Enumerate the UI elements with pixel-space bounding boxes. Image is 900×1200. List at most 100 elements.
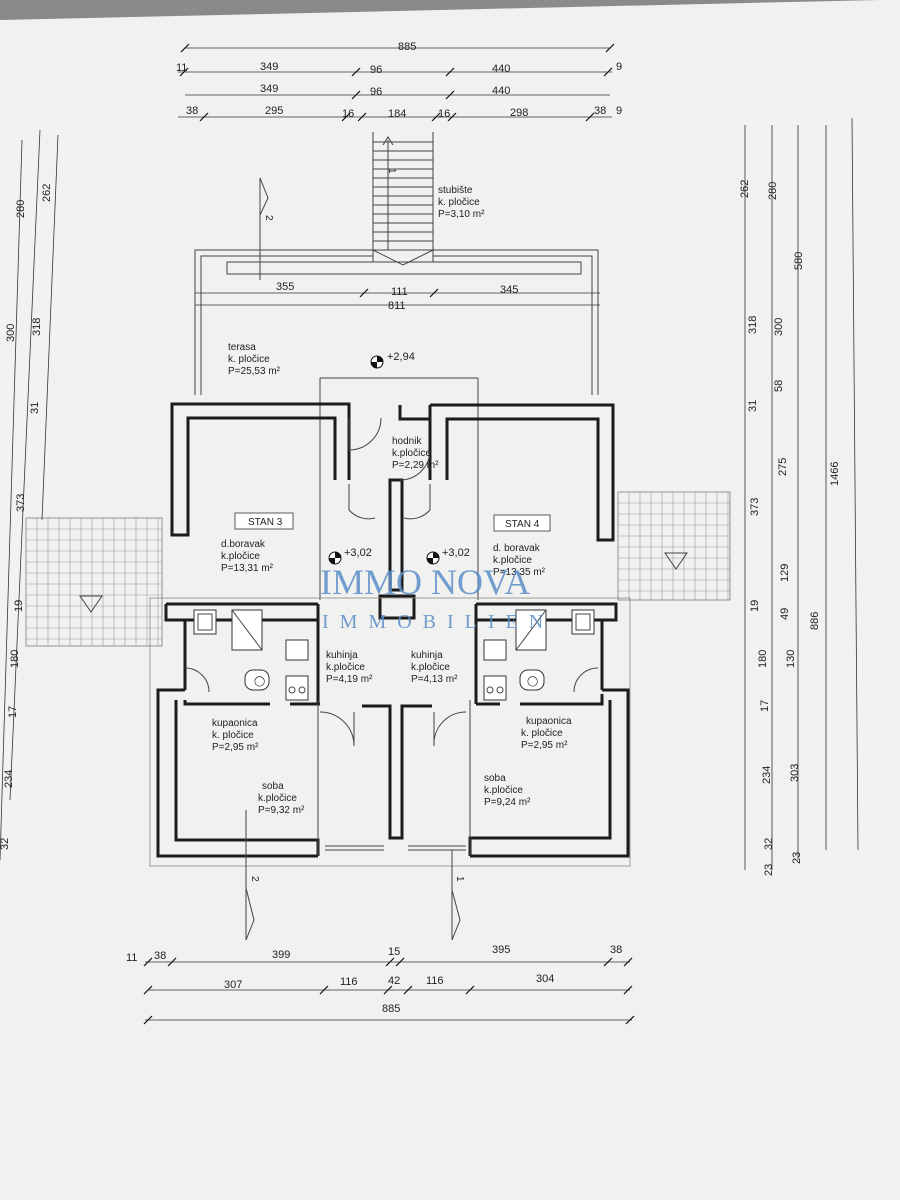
dim-left-d: 318 xyxy=(31,318,43,336)
dim-bottom1-c: 399 xyxy=(272,949,290,961)
dim-left-a: 280 xyxy=(15,200,27,218)
dim-top4-d: 184 xyxy=(388,108,406,120)
dim-right-n: 886 xyxy=(809,612,821,630)
dim-left-e: 31 xyxy=(29,402,41,414)
dim-bottom1-a: 11 xyxy=(126,952,137,964)
dim-right-a: 262 xyxy=(739,180,751,198)
bottom-dimensions xyxy=(143,957,635,1025)
dim-top4-a: 38 xyxy=(186,105,198,117)
room-boravak3-area: P=13,31 m² xyxy=(221,563,274,574)
right-dimensions xyxy=(744,117,859,870)
dim-left-j: 234 xyxy=(3,770,15,788)
unit-stan4-label: STAN 4 xyxy=(505,519,540,530)
dim-top3-c: 96 xyxy=(370,86,382,98)
room-kuhinja4-name: kuhinja xyxy=(411,650,443,661)
room-kuhinja4-floor: k.pločice xyxy=(411,662,450,673)
dim-bottom-total: 885 xyxy=(382,1003,400,1015)
watermark-brand: IMMO NOVA xyxy=(320,562,530,602)
unit-tag-stan4 xyxy=(493,514,551,532)
room-kupaonica4-floor: k. pločice xyxy=(521,728,563,739)
dim-top2-b: 349 xyxy=(260,61,278,73)
balcony-right xyxy=(617,491,731,601)
level-right-text: +3,02 xyxy=(442,547,470,559)
room-soba4-name: soba xyxy=(484,773,506,784)
dim-terrace-c: 345 xyxy=(500,284,518,296)
level-terrace-text: +2,94 xyxy=(387,351,415,363)
dim-right-l: 19 xyxy=(749,600,761,612)
balcony-left xyxy=(25,517,163,647)
dim-right-h: 275 xyxy=(777,458,789,476)
dim-right-u: 32 xyxy=(763,838,775,850)
stair-mark: 1 xyxy=(386,168,397,174)
room-hodnik-area: P=2,29 m² xyxy=(392,460,439,471)
dim-right-i: 1466 xyxy=(829,462,841,486)
dim-terrace-a: 355 xyxy=(276,281,294,293)
toilet-left-icon: ◯ xyxy=(254,676,265,687)
room-kupaonica3-area: P=2,95 m² xyxy=(212,742,259,753)
dim-right-t: 23 xyxy=(763,864,775,876)
dim-terrace-b: 111 xyxy=(391,286,408,298)
room-terasa-floor: k. pločice xyxy=(228,354,270,365)
dim-right-d: 318 xyxy=(747,316,759,334)
dim-right-g: 31 xyxy=(747,400,759,412)
room-terasa-area: P=25,53 m² xyxy=(228,366,281,377)
dim-bottom2-a: 307 xyxy=(224,979,242,991)
section-mark-bl-label: 2 xyxy=(249,876,260,882)
left-dimensions xyxy=(0,129,59,861)
dim-top2-c: 96 xyxy=(370,64,382,76)
dim-right-v: 23 xyxy=(791,852,803,864)
room-soba3-name: soba xyxy=(262,781,284,792)
dim-right-o: 180 xyxy=(757,650,769,668)
level-mark-terrace: +2,94 xyxy=(370,351,415,369)
dim-left-b: 262 xyxy=(41,184,53,202)
dim-top4-h: 9 xyxy=(616,105,622,117)
dim-top4-b: 295 xyxy=(265,105,283,117)
room-kupaonica3-name: kupaonica xyxy=(212,718,258,729)
room-stubiste-floor: k. pločice xyxy=(438,197,480,208)
room-kupaonica4-area: P=2,95 m² xyxy=(521,740,568,751)
dim-top4-f: 298 xyxy=(510,107,528,119)
dim-top4-g: 38 xyxy=(594,105,606,117)
room-soba4-floor: k.pločice xyxy=(484,785,523,796)
room-soba3-area: P=9,32 m² xyxy=(258,805,305,816)
dim-bottom2-b: 116 xyxy=(340,976,358,988)
dim-top2-e: 9 xyxy=(616,61,622,73)
level-mark-left: +3,02 xyxy=(328,547,372,565)
dim-left-c: 300 xyxy=(5,324,17,342)
walls xyxy=(149,402,631,867)
dim-top2-d: 440 xyxy=(492,63,510,75)
dim-top2-a: 11 xyxy=(176,62,187,74)
dim-top-total: 885 xyxy=(398,41,416,53)
dim-bottom1-f: 38 xyxy=(610,944,622,956)
dim-top3-b: 349 xyxy=(260,83,278,95)
top-dimensions: 885 11 349 96 440 9 349 96 440 38 295 16… xyxy=(176,41,622,122)
dim-top3-d: 440 xyxy=(492,85,510,97)
room-boravak3-name: d.boravak xyxy=(221,539,266,550)
unit-stan3-label: STAN 3 xyxy=(248,517,283,528)
room-hodnik-floor: k.pločice xyxy=(392,448,431,459)
dim-right-j: 373 xyxy=(749,498,761,516)
dim-top4-c: 16 xyxy=(342,108,354,120)
section-mark-br-label: 1 xyxy=(454,876,465,882)
dim-right-e: 300 xyxy=(773,318,785,336)
dim-bottom1-b: 38 xyxy=(154,950,166,962)
dim-right-m: 49 xyxy=(779,608,791,620)
dim-left-i: 17 xyxy=(7,706,19,718)
dim-right-f: 58 xyxy=(773,380,785,392)
room-boravak3-floor: k.pločice xyxy=(221,551,260,562)
room-hodnik-name: hodnik xyxy=(392,436,422,447)
terrace xyxy=(194,249,600,600)
room-soba3-floor: k.pločice xyxy=(258,793,297,804)
dim-left-f: 373 xyxy=(15,494,27,512)
level-mark-right: +3,02 xyxy=(426,547,470,565)
room-kuhinja3-floor: k.pločice xyxy=(326,662,365,673)
doors xyxy=(184,417,599,747)
room-kuhinja4-area: P=4,13 m² xyxy=(411,674,458,685)
dim-left-k: 32 xyxy=(0,838,11,850)
room-kupaonica3-floor: k. pločice xyxy=(212,730,254,741)
dim-bottom2-e: 304 xyxy=(536,973,554,985)
room-kuhinja3-area: P=4,19 m² xyxy=(326,674,373,685)
room-boravak4-area: P=13,35 m² xyxy=(493,567,546,578)
